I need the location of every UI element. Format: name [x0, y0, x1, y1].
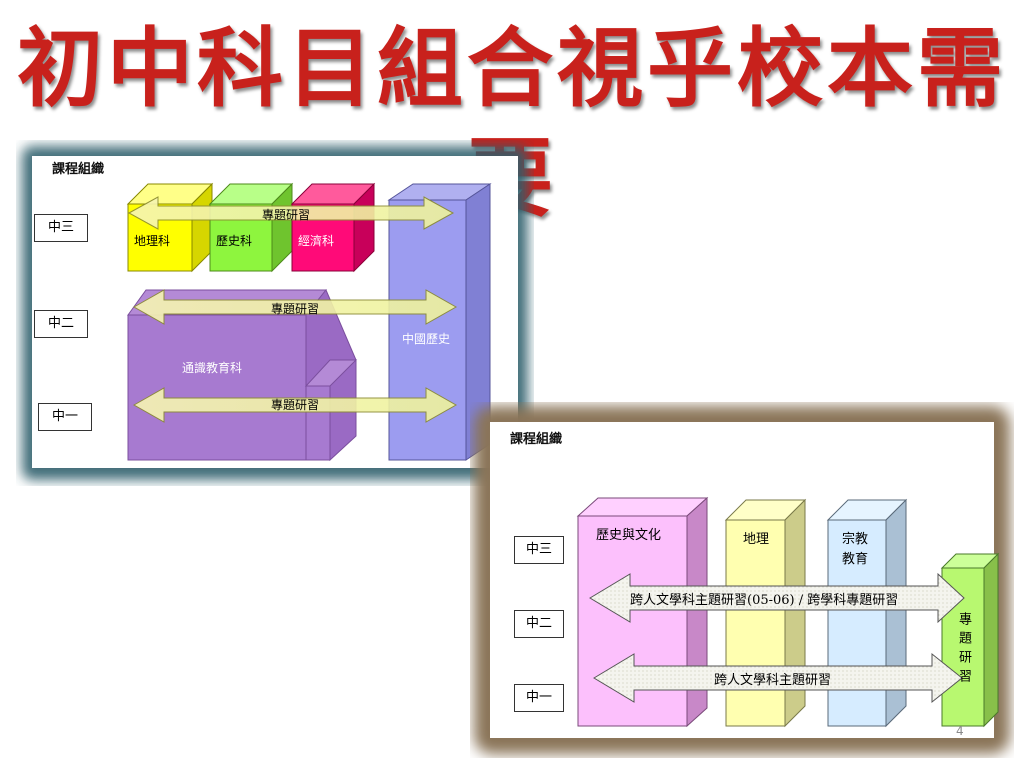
project-label: 專題研習: [956, 612, 971, 688]
liberal-studies-box: [127, 314, 307, 461]
diagram-2: 課程組織 中三 中二 中一 歷史與文化 地理 宗教 教育 專題研習 跨人文學科主…: [470, 402, 1014, 758]
grade-label-s1: 中一: [38, 403, 92, 431]
religion-box: [827, 519, 887, 727]
cross-humanities-arrow-label: 跨人文學科主題研習: [714, 673, 832, 688]
page-number: 4: [956, 724, 964, 738]
project-arrow-s1: [132, 387, 458, 423]
religion-box-side: [885, 498, 907, 728]
cross-subject-arrow-label: 跨人文學科主題研習(05-06) / 跨學科專題研習: [630, 593, 899, 608]
religion-label-line1: 宗教: [842, 532, 869, 547]
project-box-side: [983, 552, 999, 728]
diagram-2-heading: 課程組織: [510, 432, 563, 447]
chinese-history-label: 中國歷史: [402, 332, 451, 346]
slide-title: 初中科目組合視乎校本需要: [17, 18, 1007, 229]
diagram-2-graphics: [474, 406, 1010, 754]
geography2-box-side: [784, 498, 806, 728]
economics-label: 經濟科: [298, 234, 335, 248]
project-arrow-s2: [132, 289, 458, 325]
liberal-studies-label: 通識教育科: [182, 361, 243, 375]
project-arrow-s3: [127, 196, 455, 230]
geography2-label: 地理: [743, 532, 770, 547]
diagram-1-graphics: [22, 146, 528, 480]
diagram-1-heading: 課程組織: [52, 162, 105, 177]
project-arrow-s2-label: 專題研習: [271, 302, 320, 316]
cross-subject-arrow-s23: [589, 572, 965, 624]
grade2-label-s2: 中二: [514, 610, 564, 638]
history-culture-label: 歷史與文化: [596, 528, 662, 543]
grade-label-s2: 中二: [34, 310, 88, 338]
grade-label-s3: 中三: [34, 214, 88, 242]
grade2-label-s1: 中一: [514, 684, 564, 712]
geography2-box: [725, 519, 786, 727]
history-culture-box-side: [686, 496, 708, 728]
history-culture-box-top: [576, 497, 709, 517]
project-arrow-s1-label: 專題研習: [271, 398, 320, 412]
history-label: 歷史科: [216, 234, 253, 248]
religion-label-line2: 教育: [842, 552, 869, 567]
geography-label: 地理科: [134, 234, 171, 248]
grade2-label-s3: 中三: [514, 536, 564, 564]
project-arrow-s3-label: 專題研習: [262, 208, 311, 222]
diagram-1: 課程組織 中三 中二 中一 地理科 歷史科 經濟科 通識教育科 中國歷史 專題研…: [16, 140, 534, 486]
cross-humanities-arrow-s1: [593, 652, 963, 704]
